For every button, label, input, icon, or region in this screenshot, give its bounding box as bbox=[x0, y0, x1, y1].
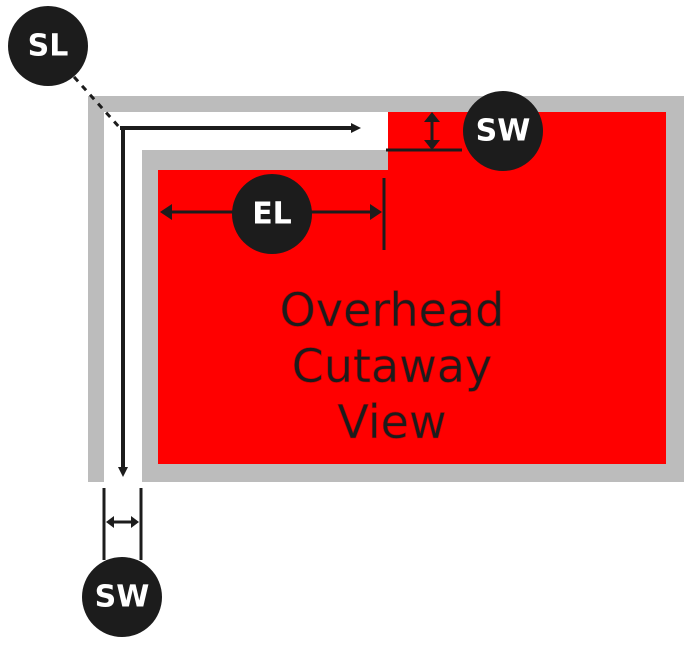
el-arrow-right bbox=[370, 204, 382, 220]
view-label-line3: View bbox=[337, 395, 446, 449]
view-label-line1: Overhead bbox=[280, 283, 505, 337]
sw-bottom-badge-label: SW bbox=[95, 580, 150, 615]
sw-top-badge-label: SW bbox=[476, 114, 531, 149]
sw-bottom-badge: SW bbox=[82, 557, 162, 637]
sw-top-arrow-up bbox=[424, 112, 440, 122]
el-arrow-left bbox=[160, 204, 172, 220]
entry-channel bbox=[104, 112, 388, 482]
el-badge: EL bbox=[232, 174, 312, 254]
sw-bottom-arrow-left bbox=[106, 516, 114, 528]
sl-badge: SL bbox=[8, 6, 88, 86]
sl-badge-label: SL bbox=[28, 29, 69, 64]
sw-top-arrow-down bbox=[424, 140, 440, 150]
sl-leader-line bbox=[64, 66, 122, 130]
view-label-line2: Cutaway bbox=[292, 339, 493, 393]
sw-bottom-arrow-right bbox=[131, 516, 139, 528]
sw-top-badge: SW bbox=[463, 91, 543, 171]
el-badge-label: EL bbox=[252, 197, 292, 232]
